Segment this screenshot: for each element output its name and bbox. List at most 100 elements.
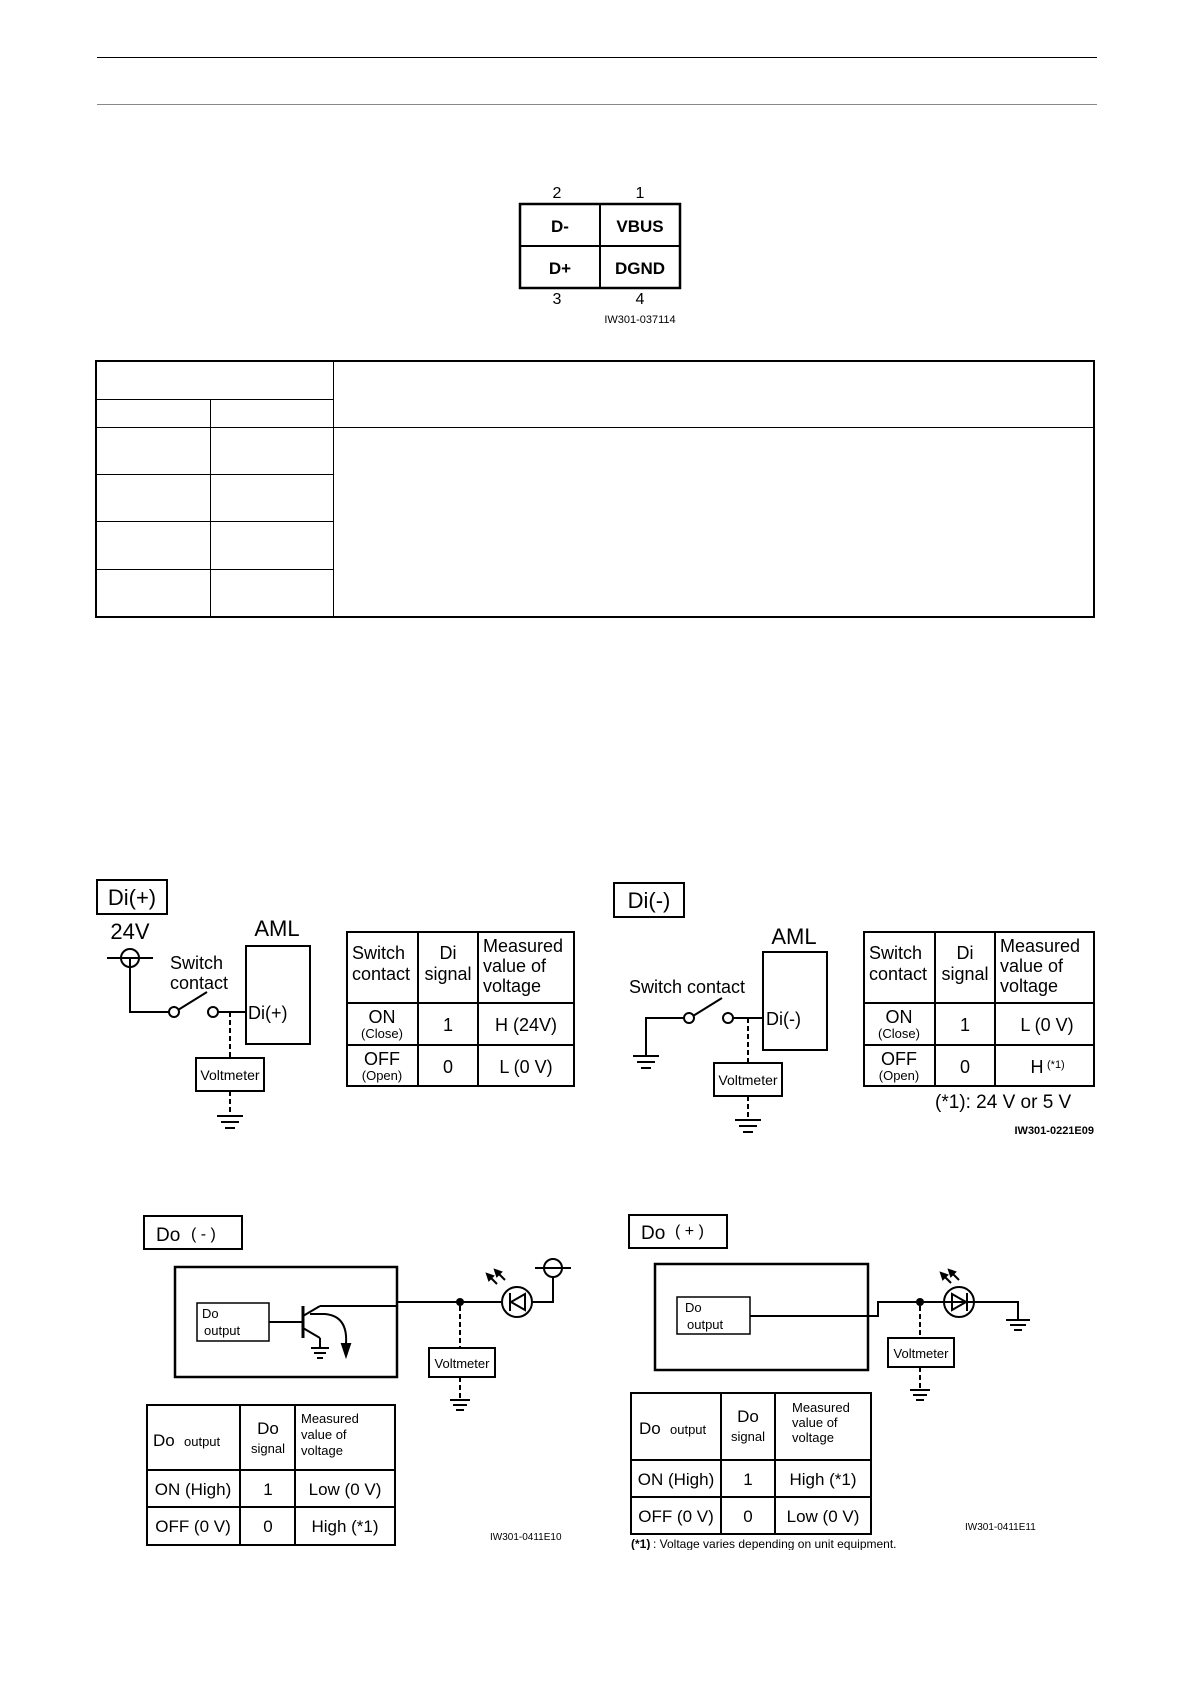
col-header-output: output: [670, 1422, 707, 1437]
col-header-do: Do: [153, 1431, 175, 1450]
switch-label: Switch: [170, 953, 223, 973]
connector-pin-diagram: 2 1 D- VBUS D+ DGND 3 4 IW301-037114: [518, 185, 682, 326]
di-minus-table: [863, 931, 1095, 1087]
row-off-voltage: Low (0 V): [787, 1507, 860, 1526]
do-plus-title-a: Do: [641, 1223, 665, 1244]
col-header-value-of: value of: [1000, 956, 1064, 976]
header-rule-top: [97, 57, 1097, 58]
col-header-voltage: voltage: [1000, 976, 1058, 996]
di-plus-diagram: Di(+) 24V Switch contact AML Di(+) Voltm…: [96, 879, 575, 1129]
switch-contact-icon: [177, 991, 208, 1011]
di-plus-title: Di(+): [108, 885, 156, 910]
row-off-signal: 0: [443, 1057, 453, 1077]
di-minus-terminal-label: Di(-): [766, 1009, 801, 1029]
row-on-voltage: High (*1): [789, 1470, 856, 1489]
col-header-switch: Switch: [869, 943, 922, 963]
voltmeter-label: Voltmeter: [200, 1067, 259, 1083]
connector-figure-id: IW301-037114: [604, 314, 675, 326]
col-header-signal: signal: [424, 964, 471, 984]
col-header-voltage: voltage: [301, 1443, 343, 1458]
col-header-do-2: Do: [257, 1419, 279, 1438]
do-minus-title-b: ( - ): [191, 1226, 216, 1243]
col-header-output: output: [184, 1434, 221, 1449]
row-on-signal: 1: [960, 1015, 970, 1035]
source-24v-label: 24V: [110, 919, 149, 944]
do-output-label-1: Do: [202, 1306, 219, 1321]
di-minus-diagram: Di(-) AML Switch contact Di(-) Voltmeter…: [613, 882, 1095, 1137]
di-plus-table: [346, 931, 575, 1087]
voltmeter-box: [428, 1347, 496, 1378]
row-off-output: OFF (0 V): [638, 1507, 714, 1526]
pin-number-1: 1: [636, 185, 645, 202]
col-header-value-of: value of: [483, 956, 547, 976]
row-on-signal: 1: [743, 1470, 752, 1489]
col-header-measured: Measured: [1000, 936, 1080, 956]
row-on-output: ON (High): [638, 1470, 715, 1489]
col-header-contact: contact: [352, 964, 410, 984]
do-minus-diagram: Do ( - ) Do output Voltmeter: [143, 1215, 571, 1546]
row-on-sub: (Close): [878, 1026, 920, 1041]
row-off-state: OFF: [364, 1049, 400, 1069]
row-off-voltage: L (0 V): [499, 1057, 552, 1077]
row-off-signal: 0: [263, 1517, 272, 1536]
ground-icon: [450, 1399, 470, 1411]
col-header-signal: signal: [251, 1441, 285, 1456]
aml-box: [245, 945, 311, 1045]
do-output-label-2: output: [687, 1317, 724, 1332]
do-output-label-2: output: [204, 1323, 241, 1338]
pin-assignment-table: [95, 360, 1095, 618]
ground-icon: [1006, 1319, 1030, 1331]
switch-contact-icon: [692, 997, 723, 1017]
row-off-state: OFF: [881, 1049, 917, 1069]
aml-label: AML: [771, 924, 816, 949]
do-minus-title-a: Do: [156, 1225, 180, 1246]
di-figure-id: IW301-0221E09: [1015, 1125, 1095, 1137]
header-rule-bottom: [97, 104, 1097, 105]
col-header-value-of: value of: [301, 1427, 347, 1442]
switch-contact-label: Switch contact: [629, 977, 745, 997]
transistor-icon: [301, 1305, 377, 1360]
col-header-do: Do: [639, 1419, 661, 1438]
col-header-value-of: value of: [792, 1415, 838, 1430]
row-off-voltage: High (*1): [311, 1517, 378, 1536]
col-header-di: Di: [957, 943, 974, 963]
col-header-contact: contact: [869, 964, 927, 984]
row-on-voltage: H (24V): [495, 1015, 557, 1035]
row-on-signal: 1: [263, 1480, 272, 1499]
contact-label: contact: [170, 973, 228, 993]
row-off-voltage-note: (*1): [1047, 1059, 1065, 1071]
aml-box: [762, 951, 828, 1051]
do-minus-figure-id: IW301-0411E10: [490, 1532, 562, 1543]
col-header-signal: signal: [731, 1429, 765, 1444]
row-on-state: ON: [886, 1007, 913, 1027]
ground-icon: [735, 1119, 761, 1133]
cell-dgnd: DGND: [615, 259, 665, 278]
di-plus-terminal-label: Di(+): [248, 1003, 288, 1023]
col-header-di: Di: [440, 943, 457, 963]
aml-label: AML: [254, 916, 299, 941]
led-icon: [939, 1268, 975, 1318]
col-header-measured: Measured: [792, 1400, 850, 1415]
col-header-do-2: Do: [737, 1407, 759, 1426]
row-on-voltage: Low (0 V): [309, 1480, 382, 1499]
row-off-sub: (Open): [879, 1068, 919, 1083]
col-header-measured: Measured: [483, 936, 563, 956]
do-plus-title-b: ( + ): [675, 1223, 704, 1240]
row-on-state: ON: [369, 1007, 396, 1027]
do-minus-table: [146, 1404, 396, 1546]
do-plus-table: [630, 1392, 872, 1535]
ground-icon: [910, 1389, 930, 1401]
row-on-sub: (Close): [361, 1026, 403, 1041]
ground-icon: [217, 1115, 243, 1129]
voltmeter-label: Voltmeter: [718, 1072, 777, 1088]
col-header-measured: Measured: [301, 1411, 359, 1426]
do-output-label-1: Do: [685, 1300, 702, 1315]
row-off-voltage: H: [1031, 1057, 1044, 1077]
cell-d-minus: D-: [551, 217, 569, 236]
row-on-output: ON (High): [155, 1480, 232, 1499]
di-minus-title: Di(-): [628, 888, 671, 913]
col-header-switch: Switch: [352, 943, 405, 963]
do-plus-figure-id: IW301-0411E11: [965, 1522, 1036, 1533]
led-icon: [485, 1268, 533, 1318]
cell-d-plus: D+: [549, 259, 571, 278]
